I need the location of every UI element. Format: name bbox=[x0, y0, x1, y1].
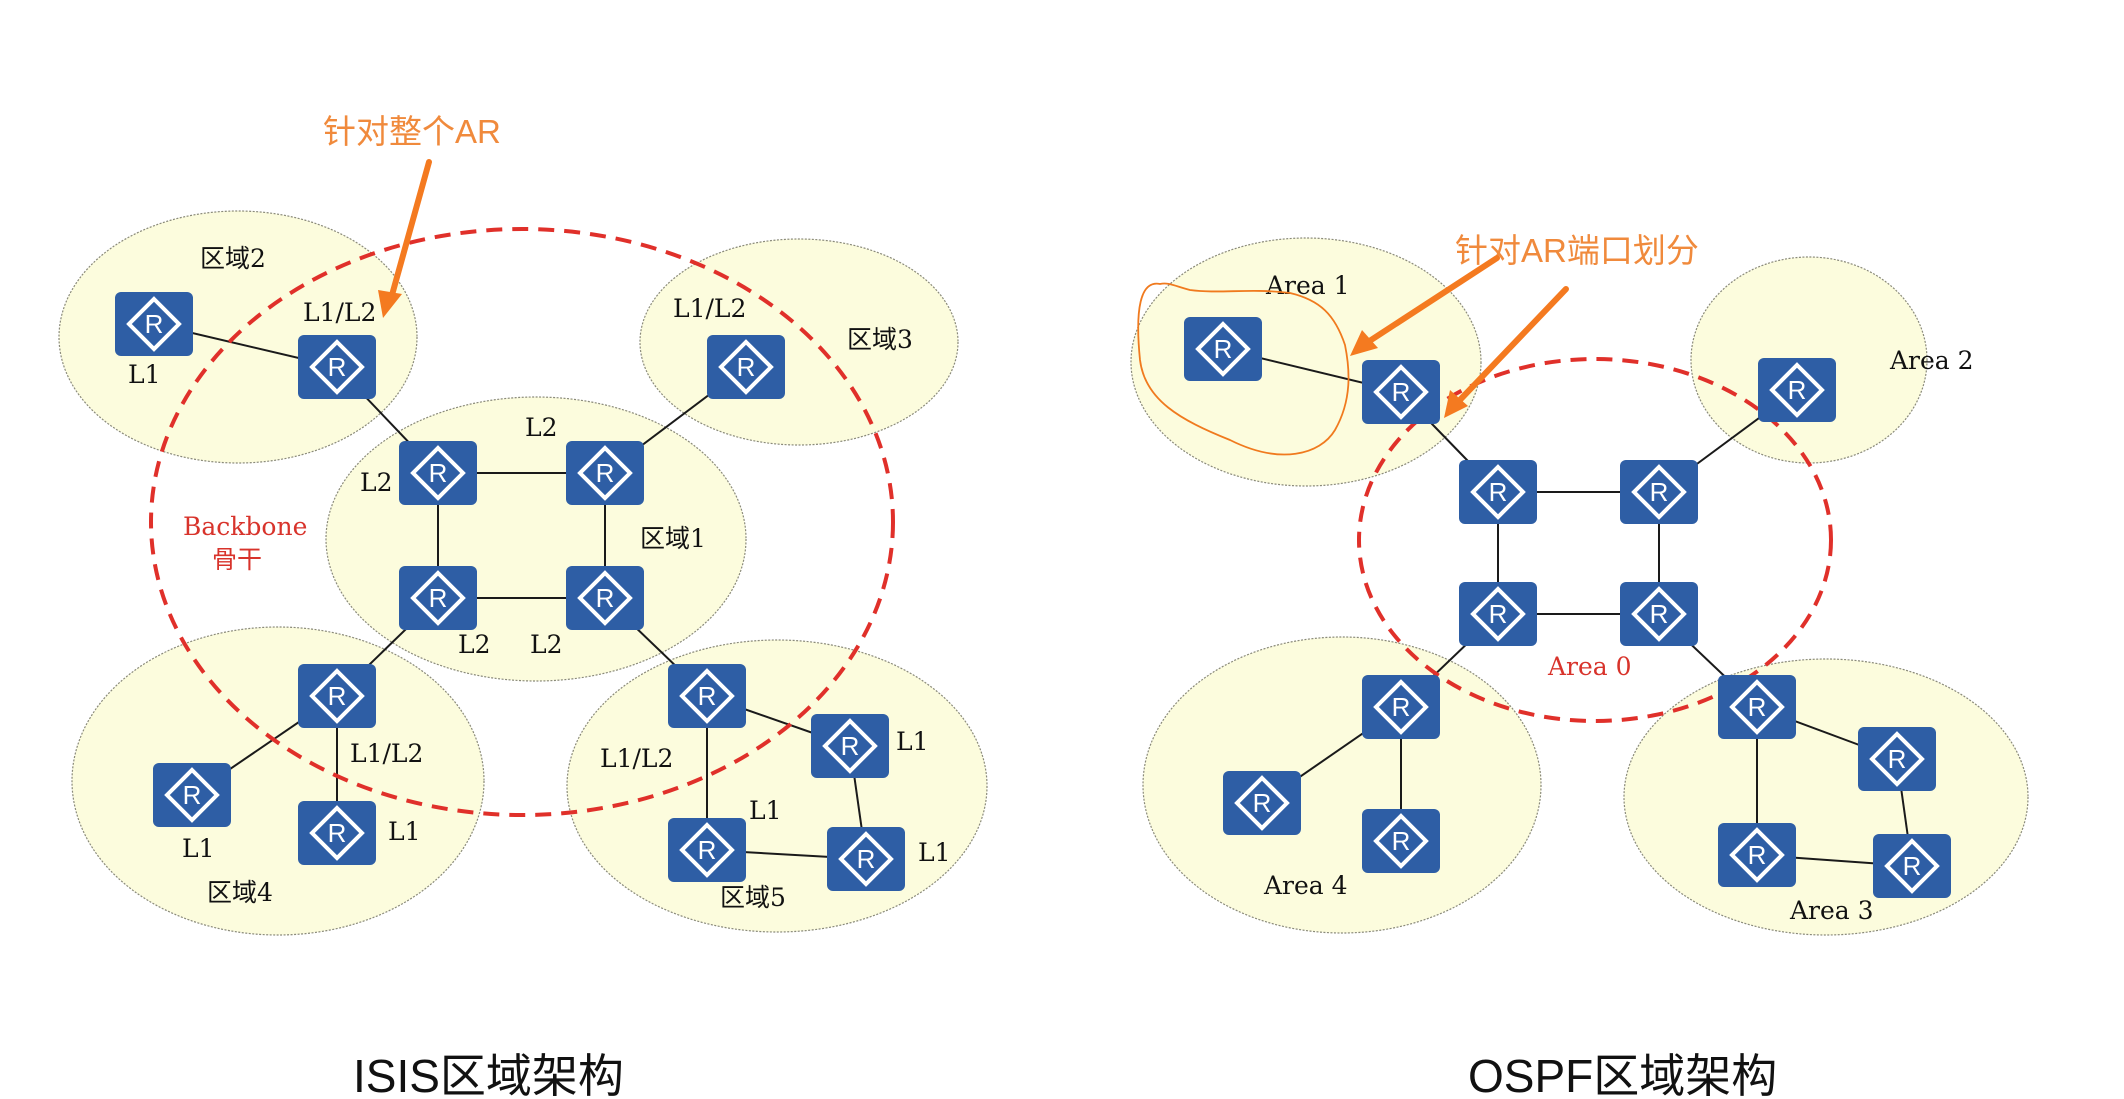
ospf-area3-label: Area 3 bbox=[1789, 896, 1874, 925]
router-level-label: L1/L2 bbox=[303, 298, 376, 327]
isis-area5-label: 区域5 bbox=[720, 883, 786, 912]
isis-backbone-label: Backbone bbox=[183, 512, 307, 541]
router-glyph: R bbox=[698, 835, 717, 865]
router-level-label: L1 bbox=[128, 360, 161, 389]
annotation-arrowhead-icon bbox=[1444, 390, 1468, 418]
router-level-label: L1 bbox=[918, 838, 951, 867]
router-glyph: R bbox=[1392, 377, 1411, 407]
router-glyph: R bbox=[1489, 477, 1508, 507]
isis-area1-label: 区域1 bbox=[640, 524, 706, 553]
router-glyph: R bbox=[737, 352, 756, 382]
isis-title: ISIS区域架构 bbox=[353, 1050, 624, 1099]
isis-backbone-label-cn: 骨干 bbox=[212, 545, 262, 574]
router-level-label: L1/L2 bbox=[673, 294, 746, 323]
isis-area4-label: 区域4 bbox=[207, 878, 273, 907]
router-glyph: R bbox=[1650, 599, 1669, 629]
ospf-area4-label: Area 4 bbox=[1263, 871, 1348, 900]
ospf-area2-label: Area 2 bbox=[1889, 346, 1974, 375]
isis-area4-region bbox=[71, 626, 485, 936]
router-glyph: R bbox=[183, 780, 202, 810]
ospf-area0-label: Area 0 bbox=[1547, 652, 1632, 681]
router-glyph: R bbox=[328, 681, 347, 711]
router-glyph: R bbox=[1392, 692, 1411, 722]
router-glyph: R bbox=[145, 309, 164, 339]
router-glyph: R bbox=[328, 352, 347, 382]
isis-backbone-boundary bbox=[149, 227, 895, 817]
router-level-label: L1 bbox=[896, 727, 929, 756]
router-level-label: L2 bbox=[360, 468, 393, 497]
router-glyph: R bbox=[1903, 851, 1922, 881]
router-glyph: R bbox=[1748, 692, 1767, 722]
router-glyph: R bbox=[1392, 826, 1411, 856]
router-level-label: L1 bbox=[182, 834, 215, 863]
annotation-arrow-icon bbox=[1365, 255, 1500, 345]
router-glyph: R bbox=[1650, 477, 1669, 507]
ospf-title: OSPF区域架构 bbox=[1468, 1050, 1777, 1099]
isis-diagram: R R R R R R R R R R R R R R 区域2 区域3 区域1 … bbox=[58, 113, 988, 1099]
router-level-label: L2 bbox=[530, 630, 563, 659]
ospf-area1-label: Area 1 bbox=[1265, 271, 1350, 300]
isis-annotation: 针对整个AR bbox=[323, 113, 501, 150]
router-glyph: R bbox=[328, 818, 347, 848]
annotation-arrowhead-icon bbox=[1350, 330, 1378, 356]
router-level-label: L1 bbox=[388, 817, 421, 846]
isis-area2-label: 区域2 bbox=[200, 244, 266, 273]
router-glyph: R bbox=[429, 458, 448, 488]
router-glyph: R bbox=[596, 583, 615, 613]
ospf-area0-boundary bbox=[1357, 357, 1833, 723]
ospf-area3-region bbox=[1623, 658, 2029, 936]
router-glyph: R bbox=[429, 583, 448, 613]
ospf-router-glyphs: R R R R R R R R R R R R R R bbox=[1214, 334, 1922, 881]
router-level-label: L2 bbox=[458, 630, 491, 659]
ospf-annotation: 针对AR端口划分 bbox=[1455, 232, 1699, 269]
router-glyph: R bbox=[1489, 599, 1508, 629]
router-level-label: L1/L2 bbox=[600, 744, 673, 773]
annotation-arrow-icon bbox=[389, 159, 432, 298]
router-glyph: R bbox=[1214, 334, 1233, 364]
router-glyph: R bbox=[1253, 788, 1272, 818]
router-level-label: L1 bbox=[749, 796, 782, 825]
ospf-diagram: R R R R R R R R R R R R R R Area 1 Area … bbox=[1130, 232, 2029, 1099]
router-glyph: R bbox=[1888, 744, 1907, 774]
router-glyph: R bbox=[698, 681, 717, 711]
isis-area3-label: 区域3 bbox=[847, 325, 913, 354]
router-glyph: R bbox=[1748, 840, 1767, 870]
router-glyph: R bbox=[857, 844, 876, 874]
router-glyph: R bbox=[1788, 375, 1807, 405]
annotation-arrowhead-icon bbox=[378, 290, 402, 318]
isis-router-glyphs: R R R R R R R R R R R R R R bbox=[145, 309, 876, 874]
hand-drawn-circle-annotation bbox=[1137, 282, 1350, 456]
router-glyph: R bbox=[596, 458, 615, 488]
router-level-label: L1/L2 bbox=[350, 739, 423, 768]
router-level-label: L2 bbox=[525, 413, 558, 442]
ospf-area4-region bbox=[1142, 636, 1542, 934]
annotation-arrow-icon bbox=[1455, 286, 1569, 405]
router-glyph: R bbox=[841, 731, 860, 761]
